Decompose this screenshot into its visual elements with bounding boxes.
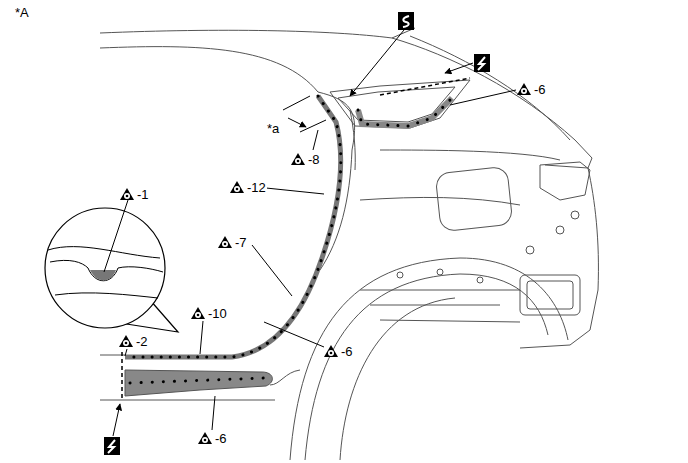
dimension-label: *a (266, 122, 280, 136)
callout-number: -7 (234, 236, 248, 250)
callout-number: -1 (136, 188, 150, 202)
callout-number: -12 (246, 181, 267, 195)
callout-number: -8 (307, 153, 321, 167)
figure-id: *A (14, 6, 30, 20)
callout-number: -10 (207, 307, 228, 321)
callout-number: -6 (533, 83, 547, 97)
callout-number: -2 (135, 335, 149, 349)
callout-number: -6 (340, 345, 354, 359)
callout-number: -6 (214, 432, 228, 446)
